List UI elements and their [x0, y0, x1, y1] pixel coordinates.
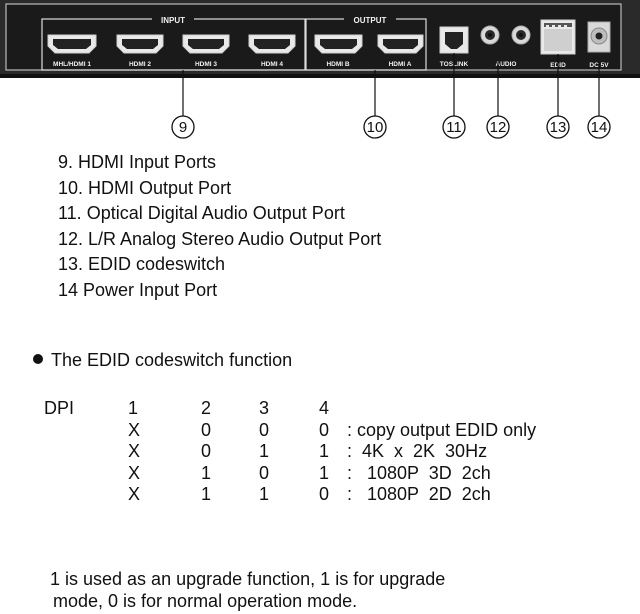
legend-item-10: 10. HDMI Output Port	[58, 177, 232, 198]
chassis-edge	[0, 74, 640, 78]
dc-power-jack	[587, 21, 611, 53]
legend-item-11: 11. Optical Digital Audio Output Port	[58, 203, 345, 223]
callout-10: 10	[363, 115, 387, 139]
legend-item-9: 9. HDMI Input Ports	[58, 152, 217, 172]
callout-11: 11	[442, 115, 466, 139]
note-line-2: mode, 0 is for normal operation mode.	[53, 591, 358, 611]
callout-9: 9	[171, 115, 195, 139]
hdmi-port-4	[248, 34, 296, 54]
table-header-cell: 2	[201, 398, 212, 418]
upgrade-note: 1 is used as an upgrade function, 1 is f…	[50, 568, 445, 612]
table-cell-description: : 1080P 2D 2ch	[342, 484, 491, 504]
table-cell: 1	[259, 484, 270, 504]
port-label-hdmib: HDMI B	[326, 61, 349, 68]
legend-item-13: 13. EDID codeswitch	[58, 254, 226, 274]
svg-text:9: 9	[179, 119, 187, 136]
table-cell: 1	[259, 441, 270, 461]
svg-text:14: 14	[591, 119, 608, 136]
table-cell: 1	[201, 484, 212, 504]
output-group-label: OUTPUT	[354, 16, 387, 25]
port-label-hdmia: HDMI A	[389, 61, 412, 68]
audio-jack-right	[511, 25, 531, 45]
callout-13: 13	[546, 115, 570, 139]
table-cell: 1	[201, 462, 212, 483]
hdmi-port-3	[182, 34, 230, 54]
hdmi-port-2	[116, 34, 164, 54]
bullet-icon	[33, 354, 43, 364]
audio-jack-left	[480, 25, 500, 45]
port-legend: 9. HDMI Input Ports 10. HDMI Output Port…	[58, 150, 381, 303]
port-label-audio: AUDIO	[496, 61, 517, 68]
edid-section-title: The EDID codeswitch function	[33, 350, 292, 371]
svg-text:12: 12	[490, 119, 507, 136]
table-cell-description: : 1080P 3D 2ch	[342, 462, 491, 483]
toslink-port	[439, 26, 469, 54]
table-cell-description: : 4K x 2K 30Hz	[342, 441, 488, 461]
port-label-hdmi4: HDMI 4	[261, 61, 283, 68]
svg-text:11: 11	[446, 119, 462, 136]
table-cell: 0	[259, 462, 270, 483]
port-label-hdmi1: MHL/HDMI 1	[53, 61, 91, 68]
table-cell: 0	[201, 419, 212, 440]
table-cell: 0	[319, 484, 330, 504]
table-header-cell: 3	[259, 398, 270, 418]
note-line-1: 1 is used as an upgrade function, 1 is f…	[50, 569, 446, 589]
input-group-label: INPUT	[161, 16, 185, 25]
table-cell: 0	[259, 419, 270, 440]
table-cell-description: : copy output EDID only	[342, 419, 537, 440]
hdmi-output-a-port	[377, 34, 424, 54]
table-cell: X	[128, 419, 141, 440]
port-label-hdmi2: HDMI 2	[129, 61, 151, 68]
svg-text:13: 13	[550, 119, 567, 136]
table-header-cell: 1	[128, 398, 139, 418]
svg-text:10: 10	[367, 119, 384, 136]
port-label-hdmi3: HDMI 3	[195, 61, 217, 68]
table-cell: X	[128, 441, 141, 461]
table-cell: 0	[319, 419, 330, 440]
table-cell: X	[128, 484, 141, 504]
table-header-cell: DPI	[44, 398, 75, 418]
table-cell: 1	[319, 441, 330, 461]
edid-dip-switch	[540, 19, 576, 55]
legend-item-12: 12. L/R Analog Stereo Audio Output Port	[58, 228, 382, 249]
table-cell: X	[128, 462, 141, 483]
table-cell: 1	[319, 462, 330, 483]
table-cell: 0	[201, 441, 212, 461]
hdmi-output-b-port	[314, 34, 363, 54]
legend-item-14: 14 Power Input Port	[58, 279, 218, 300]
table-header-cell: 4	[319, 398, 330, 418]
device-rear-panel-diagram: INPUT OUTPUT	[0, 0, 640, 139]
callout-14: 14	[587, 115, 611, 139]
callout-12: 12	[486, 115, 510, 139]
hdmi-port-1	[47, 34, 97, 54]
